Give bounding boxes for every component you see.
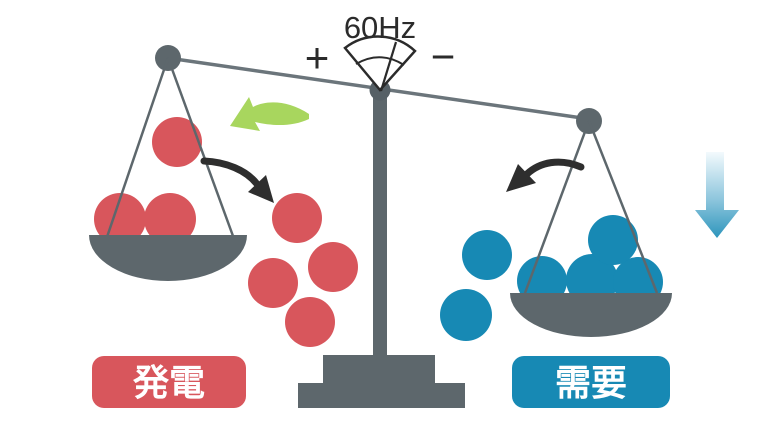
black-arrow-falling-body xyxy=(200,157,261,188)
red-balls xyxy=(94,117,358,347)
gauge-fan xyxy=(343,35,417,92)
right-string-right xyxy=(587,120,659,294)
frequency-gauge-icon xyxy=(343,35,417,92)
generation-label-badge: 発電 xyxy=(92,356,246,408)
left-pan-strings xyxy=(105,57,235,238)
gauge-inner-arc xyxy=(355,56,405,66)
gauge-needle xyxy=(379,41,398,92)
left-string-left xyxy=(105,57,170,238)
scale-base-lower xyxy=(298,383,465,408)
black-arrow-demand-body xyxy=(523,158,585,178)
scale-pole xyxy=(373,86,387,358)
frequency-label: 60Hz xyxy=(344,10,416,45)
demand-label-text: 需要 xyxy=(555,362,627,403)
demand-label-badge: 需要 xyxy=(512,356,670,408)
blue-ball xyxy=(588,215,638,265)
red-ball xyxy=(144,193,196,245)
black-arrow-falling-head xyxy=(248,175,274,203)
generation-label-box xyxy=(92,356,246,408)
left-string-right xyxy=(166,57,235,237)
demand-label-box xyxy=(512,356,670,408)
plus-sign: + xyxy=(305,34,330,81)
red-ball xyxy=(272,193,322,243)
red-ball xyxy=(248,258,298,308)
scale-base-upper xyxy=(323,355,435,383)
right-string-left xyxy=(523,120,591,294)
red-ball xyxy=(152,117,202,167)
blue-ball xyxy=(462,230,512,280)
black-arrow-demand-icon xyxy=(506,158,585,192)
blue-down-arrow-icon xyxy=(695,152,739,238)
right-pan-strings xyxy=(523,120,659,294)
blue-ball xyxy=(440,289,492,341)
red-ball xyxy=(308,242,358,292)
green-left-arrow-icon xyxy=(230,97,309,131)
red-ball xyxy=(94,193,146,245)
black-arrow-falling-icon xyxy=(200,157,274,203)
right-pan xyxy=(510,293,672,337)
generation-label-text: 発電 xyxy=(133,362,205,403)
left-pan xyxy=(89,235,247,281)
red-ball xyxy=(285,297,335,347)
minus-sign: − xyxy=(431,33,456,80)
black-arrow-demand-head xyxy=(506,164,536,192)
